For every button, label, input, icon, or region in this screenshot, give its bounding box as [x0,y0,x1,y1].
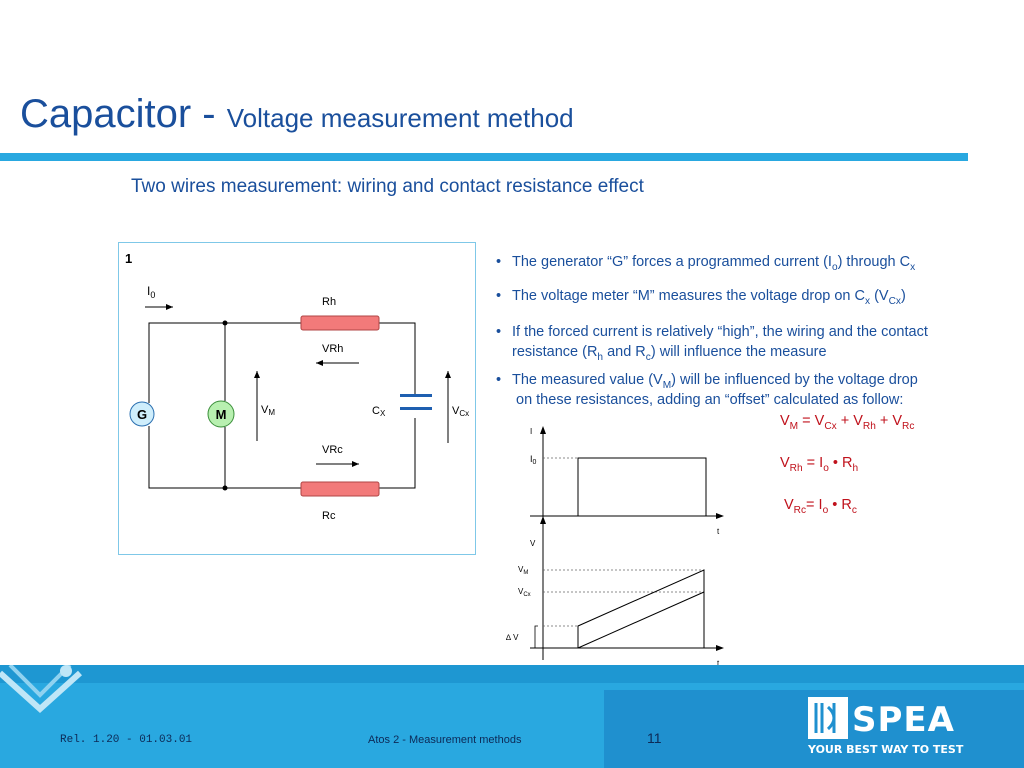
vrh-label: VRh [322,343,343,355]
v-axis-arrow [540,516,546,524]
junction-top [222,320,228,326]
footer-document: Atos 2 - Measurement methods [368,734,522,746]
vm-graph-label: VM [518,565,528,576]
rh-label: Rh [322,296,336,308]
cx-label: CX [372,405,386,418]
logo-text: SPEA [852,700,955,740]
slide-subtitle: Two wires measurement: wiring and contac… [131,176,644,197]
footer-wave-icon [0,665,83,714]
bullet-4-line-2: on these resistances, adding an “offset”… [516,392,904,408]
vm-arrow-head [254,371,260,378]
capacitor-plate-top [400,394,432,397]
t-axis-2-arrow [716,645,724,651]
i-axis-arrow [540,426,546,434]
current-label: I0 [147,284,155,300]
wire-bottom-right [379,418,416,489]
vm-ramp [577,569,705,648]
t-label-1: t [717,527,720,536]
bullet-4: •The measured value (VM) will be influen… [496,372,918,391]
vcx-ramp [577,591,705,649]
current-pulse [577,457,707,516]
vcx-graph-label: VCx [518,587,531,598]
footer-band [0,665,1024,683]
bullet-3-line-2: resistance (Rh and Rc) will influence th… [512,344,827,363]
page-number: 11 [647,730,662,746]
generator-symbol [129,401,155,427]
vm-label: VM [261,404,275,417]
formula-vrh: VRh = Io • Rh [780,455,859,474]
capacitor-plate-bottom [400,407,432,410]
vrc-label: VRc [322,444,343,456]
t-label-2: t [717,659,720,668]
wire-top-left [148,322,301,403]
junction-bottom [222,485,228,491]
formula-vrc: VRc= Io • Rc [784,497,857,516]
current-arrow-head [166,304,173,310]
title-main: Capacitor - [20,92,227,136]
rc-label: Rc [322,510,336,522]
bullet-3: •If the forced current is relatively “hi… [496,324,928,340]
vrh-arrow-head [316,360,323,366]
title-rule [0,153,968,161]
i-axis-label: I [530,427,532,436]
logo-tagline: YOUR BEST WAY TO TEST [808,743,964,756]
circuit-diagram: 1 I0 Rh Rc VRh VRc G M VM [118,242,476,555]
timing-graph: I I0 t V VM VCx ∆ V t [506,426,724,668]
meter-label: M [216,407,227,422]
meter-symbol [207,400,235,428]
wire-top-right [379,322,416,396]
bullet-2: •The voltage meter “M” measures the volt… [496,288,906,307]
resistor-rc [300,481,380,497]
vrc-arrow-head [352,461,359,467]
circuit-svg: 1 I0 Rh Rc VRh VRc G M VM [125,251,469,522]
title-sub: Voltage measurement method [226,103,574,133]
resistor-rh [300,315,380,331]
generator-label: G [137,407,147,422]
spea-logo-icon [808,697,848,739]
vcx-arrow-head [445,371,451,378]
circuit-number: 1 [125,251,132,266]
v-axis-label: V [530,539,536,548]
wire-bottom-left [148,426,301,489]
delta-v-label: ∆ V [506,633,519,642]
slide-title: Capacitor - Voltage measurement method [20,92,574,137]
t-axis-1-arrow [716,513,724,519]
i0-label: I0 [530,454,537,466]
delta-v-bracket [534,625,538,649]
footer-release: Rel. 1.20 - 01.03.01 [60,734,193,746]
bullet-1: •The generator “G” forces a programmed c… [496,254,916,273]
vcx-label: VCx [452,405,469,418]
formula-vm: VM = VCx + VRh + VRc [780,413,915,432]
